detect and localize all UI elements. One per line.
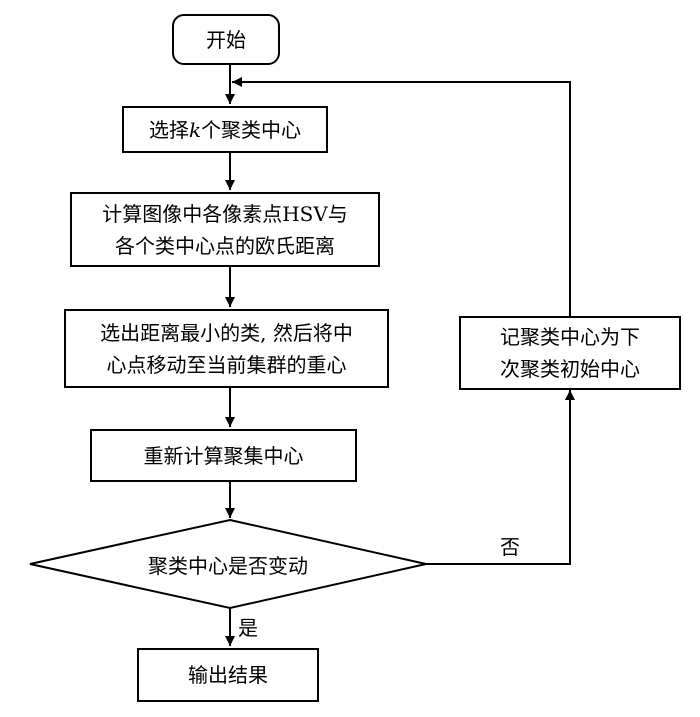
record-centers-line-2: 次聚类初始中心 [500, 357, 640, 381]
select-centers-node: 选择k个聚类中心 [122, 106, 328, 153]
compute-distance-line-1: 计算图像中各像素点HSV与 [102, 201, 348, 226]
move-center-line-1: 选出距离最小的类, 然后将中 [100, 320, 353, 345]
select-centers-label: 选择k个聚类中心 [148, 117, 302, 142]
recompute-centers-label: 重新计算聚集中心 [143, 443, 304, 468]
move-center-line-2: 心点移动至当前集群的重心 [106, 352, 347, 377]
no-edge-label: 否 [500, 535, 520, 559]
output-node: 输出结果 [137, 648, 319, 702]
compute-distance-node: 计算图像中各像素点HSV与 各个类中心点的欧氏距离 [70, 192, 380, 267]
compute-distance-line-2: 各个类中心点的欧氏距离 [115, 233, 335, 258]
record-centers-line-1: 记聚类中心为下 [500, 325, 640, 349]
yes-edge-label: 是 [238, 616, 258, 640]
arrow-record-loop-back [232, 77, 571, 316]
recompute-centers-node: 重新计算聚集中心 [90, 429, 357, 482]
record-centers-node: 记聚类中心为下 次聚类初始中心 [459, 316, 681, 390]
output-label: 输出结果 [188, 663, 268, 687]
decision-label: 聚类中心是否变动 [148, 553, 308, 578]
start-node: 开始 [172, 14, 280, 65]
start-label: 开始 [206, 27, 246, 52]
arrow-decision-to-record [426, 390, 575, 565]
move-center-node: 选出距离最小的类, 然后将中 心点移动至当前集群的重心 [64, 309, 389, 388]
